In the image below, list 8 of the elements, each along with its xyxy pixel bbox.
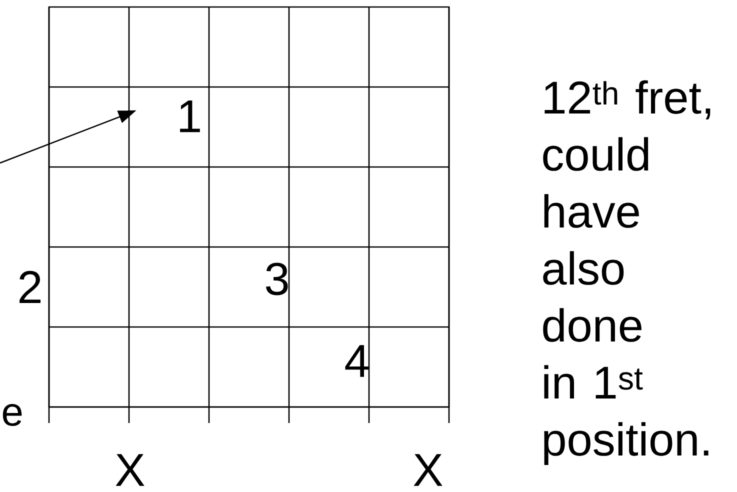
finger-number: 1 xyxy=(180,100,200,132)
finger-number: 3 xyxy=(266,262,288,296)
partial-text: e xyxy=(2,404,22,426)
finger-number: 4 xyxy=(345,345,368,377)
muted-string-mark: X xyxy=(414,454,442,486)
note-text: 12$^{th}$ fret, could have also done in 1$^{st}$ position. xyxy=(543,80,710,466)
muted-string-mark: X xyxy=(116,454,144,486)
finger-number: 2 xyxy=(20,270,40,304)
